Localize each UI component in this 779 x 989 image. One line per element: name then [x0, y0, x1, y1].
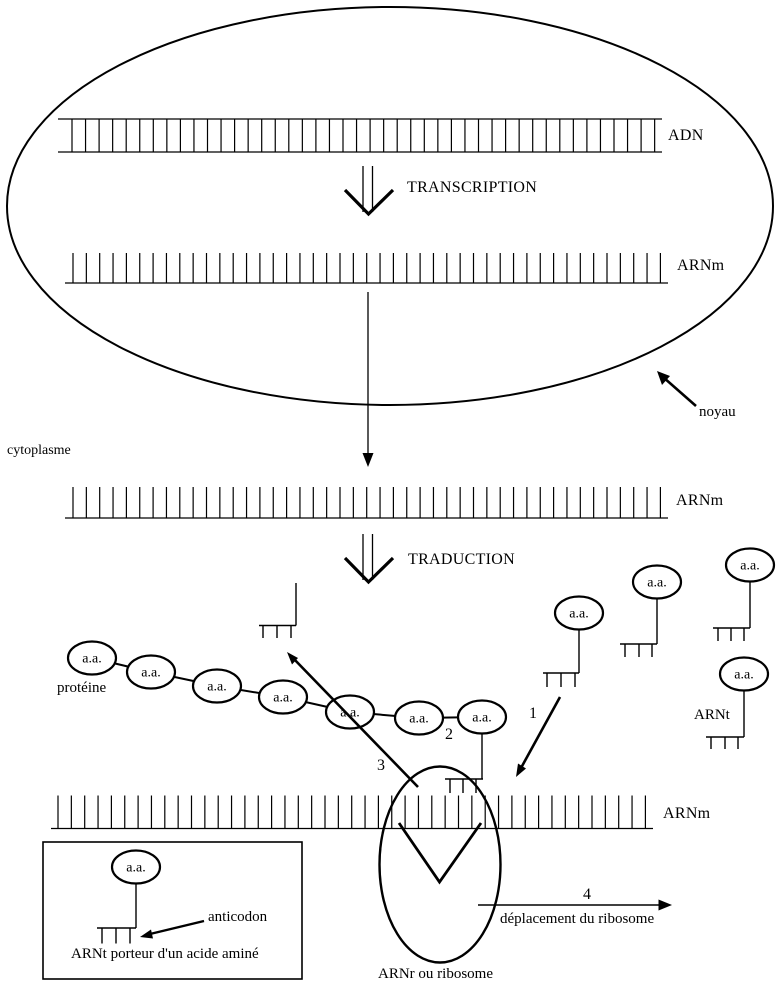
traduction-arrow: [343, 534, 395, 585]
amino-acid-label: a.a.: [734, 668, 753, 683]
amino-acid-label: a.a.: [472, 711, 491, 726]
nucleus-outline: [6, 6, 774, 406]
amino-acid-label: a.a.: [273, 691, 292, 706]
amino-acid-label: a.a.: [409, 712, 428, 727]
arnm-nucleus-label: ARNm: [677, 257, 725, 274]
aa-trna-1: a.a.: [543, 595, 605, 687]
amino-acid-label: a.a.: [141, 666, 160, 681]
amino-acid-label: a.a.: [82, 652, 101, 667]
protein-chain: a.a. a.a. a.a. a.a. a.a. a.a. a.a.: [66, 640, 508, 736]
arnm-cytoplasm-label: ARNm: [676, 492, 724, 509]
empty-trna: [259, 583, 297, 638]
noyau-label: noyau: [699, 404, 736, 420]
amino-acid: [125, 654, 177, 690]
nuclear-export-arrow: [362, 292, 374, 467]
proteine-label: protéine: [57, 680, 107, 696]
step4-arrow: [478, 899, 672, 911]
step4-label: 4: [583, 886, 591, 903]
step1-arrow: [516, 696, 562, 777]
step3-label: 3: [377, 757, 385, 774]
adn-strand: [58, 118, 662, 153]
amino-acid-label: a.a.: [740, 559, 759, 574]
step2-label: 2: [445, 726, 453, 743]
amino-acid: [191, 668, 243, 704]
adn-base-pairs: [71, 119, 656, 152]
anticodon-label: anticodon: [208, 909, 268, 925]
transcription-arrow: [343, 166, 395, 217]
arnm-ribosome-ticks: [57, 795, 647, 829]
arnm-nucleus-strand: [65, 253, 668, 284]
ribosome-shape: [378, 765, 502, 964]
step3-arrow: [287, 652, 419, 788]
amino-acid-label: a.a.: [340, 706, 359, 721]
amino-acid-label: a.a.: [569, 607, 588, 622]
adn-label: ADN: [668, 127, 704, 144]
legend-box: a.a.: [42, 841, 303, 980]
aa-trna-3: a.a.: [713, 547, 776, 641]
noyau-arrow: [657, 371, 697, 407]
aa-trna-4: a.a.: [706, 656, 770, 749]
arnm-cytoplasm-ticks: [72, 487, 662, 518]
anticodon-arrow: [140, 919, 205, 939]
ribosome-label: ARNr ou ribosome: [378, 966, 493, 982]
aa-trna-2: a.a.: [620, 564, 683, 657]
arnt-label: ARNt: [694, 707, 730, 723]
legend-caption: ARNt porteur d'un acide aminé: [71, 946, 259, 962]
arnm-ribosome-strand: [51, 795, 653, 830]
transcription-label: TRANSCRIPTION: [407, 179, 538, 196]
amino-acid-label: a.a.: [647, 576, 666, 591]
amino-acid: [393, 700, 445, 736]
deplacement-label: déplacement du ribosome: [500, 911, 655, 927]
arnm-cytoplasm-strand: [65, 487, 668, 519]
amino-acid: [456, 699, 508, 735]
step1-label: 1: [529, 705, 537, 722]
amino-acid-label: a.a.: [207, 680, 226, 695]
traduction-label: TRADUCTION: [408, 551, 515, 568]
amino-acid-label: a.a.: [126, 861, 145, 876]
arnm-nucleus-ticks: [72, 253, 662, 283]
amino-acid: [66, 640, 118, 676]
ribosome-site-trna: [445, 733, 483, 793]
cytoplasme-label: cytoplasme: [7, 443, 71, 458]
arnm-ribosome-label: ARNm: [663, 805, 711, 822]
amino-acid: [257, 679, 309, 715]
